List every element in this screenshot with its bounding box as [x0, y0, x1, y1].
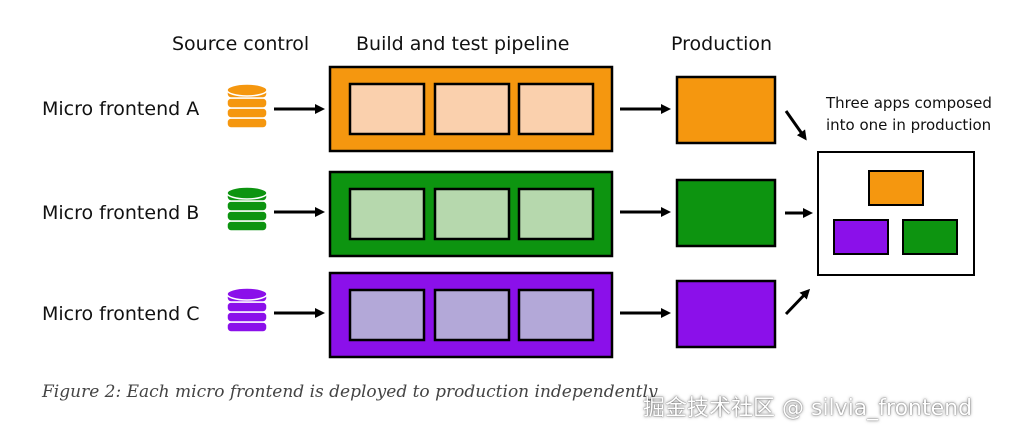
header-build-test-pipeline: Build and test pipeline — [356, 33, 570, 55]
pipeline-stage-b-1 — [348, 187, 426, 241]
row-label-b: Micro frontend B — [42, 202, 200, 224]
pipeline-stage-c-3 — [517, 288, 595, 342]
pipeline-stage-b-2 — [433, 187, 511, 241]
composed-app-c — [833, 219, 889, 255]
production-box-a — [675, 75, 777, 145]
row-label-a: Micro frontend A — [42, 98, 200, 120]
pipeline-stage-a-3 — [517, 82, 595, 136]
database-icon-layer — [226, 117, 268, 129]
production-box-b — [675, 178, 777, 248]
pipeline-stage-c-1 — [348, 288, 426, 342]
database-icon-layer — [226, 97, 268, 109]
pipeline-diagram — [226, 65, 975, 359]
production-box-c — [675, 279, 777, 349]
database-icon-layer — [226, 321, 268, 333]
pipeline-stage-c-2 — [433, 288, 511, 342]
database-icon-b — [226, 186, 268, 200]
composed-note: Three apps composed into one in producti… — [826, 94, 992, 134]
database-icon-c — [226, 287, 268, 301]
composed-app-b — [902, 219, 958, 255]
figure-caption: Figure 2: Each micro frontend is deploye… — [42, 382, 658, 402]
arrow-to-composed-a — [784, 110, 807, 141]
arrow-to-composed-c — [784, 288, 811, 316]
row-label-c: Micro frontend C — [42, 303, 200, 325]
composed-app-a — [868, 170, 924, 206]
watermark: 掘金技术社区 @ silvia_frontend — [643, 396, 973, 421]
database-icon-a — [226, 83, 268, 97]
database-icon-layer — [226, 200, 268, 212]
pipeline-stage-a-2 — [433, 82, 511, 136]
database-icon-layer — [226, 107, 268, 119]
header-production: Production — [671, 33, 773, 55]
database-icon-layer — [226, 311, 268, 323]
database-icon-layer — [226, 220, 268, 232]
header-source-control: Source control — [172, 33, 310, 55]
database-icon-layer — [226, 301, 268, 313]
database-icon-layer — [226, 210, 268, 222]
pipeline-stage-a-1 — [348, 82, 426, 136]
pipeline-stage-b-3 — [517, 187, 595, 241]
